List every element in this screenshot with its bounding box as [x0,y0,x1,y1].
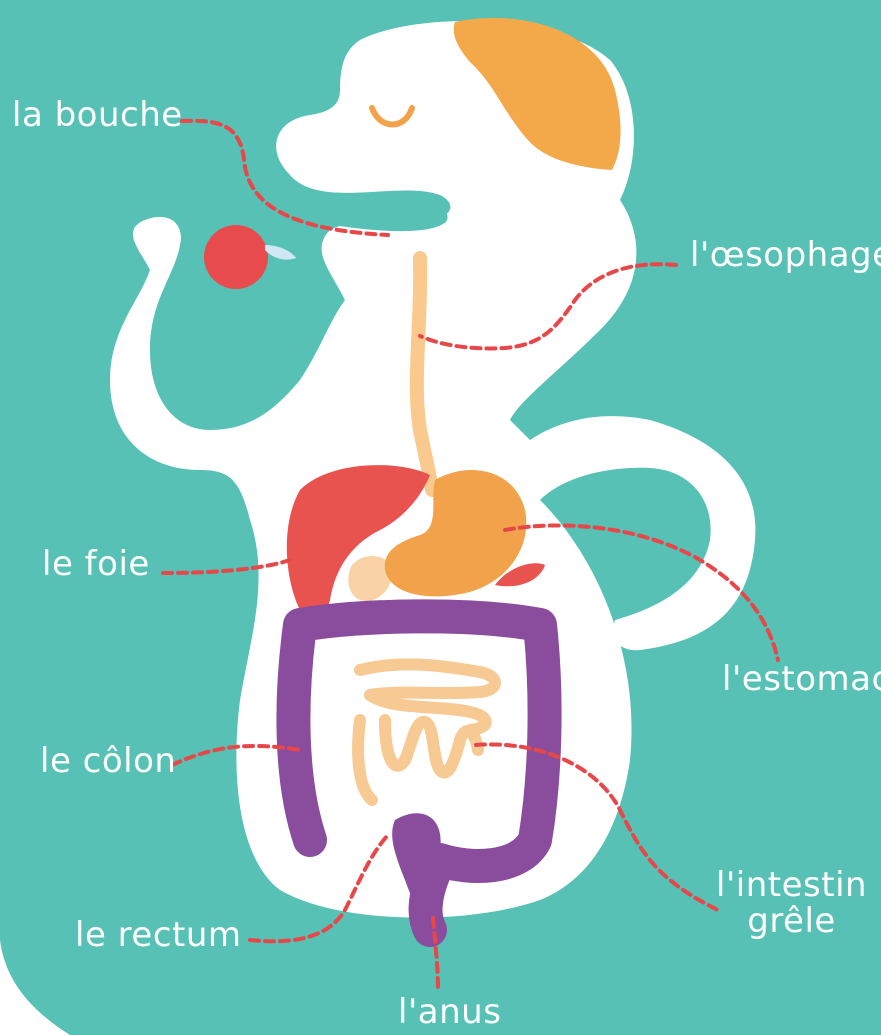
label-bouche: la bouche [12,98,183,132]
label-intestin-grele: l'intestin grêle [716,868,867,939]
label-foie: le foie [42,547,150,581]
label-colon: le côlon [40,744,176,778]
label-estomac: l'estomac [722,662,881,696]
label-rectum: le rectum [75,918,242,952]
label-anus: l'anus [398,995,501,1029]
label-intestin-line2: grêle [716,904,867,940]
label-intestin-line1: l'intestin [716,868,867,904]
label-oesophage: l'œsophage [690,238,881,272]
